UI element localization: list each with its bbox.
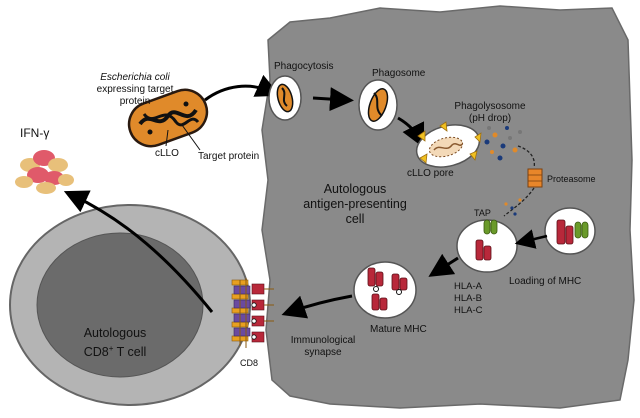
- t-cell-label-line1: Autologous: [83, 326, 147, 340]
- tap-label: TAP: [474, 208, 491, 218]
- target-protein-label: Target protein: [198, 151, 260, 162]
- phagolysosome-label-line1: Phagolysosome: [454, 101, 526, 112]
- arrow-uptake: [204, 74, 281, 102]
- phagolysosome-label-line2: (pH drop): [468, 113, 512, 124]
- phagosome-label: Phagosome: [372, 68, 426, 79]
- ifn-gamma-molecule: [15, 150, 74, 194]
- phagocytosis-vesicle: [268, 75, 302, 121]
- incoming-mhc-vesicle: [544, 207, 596, 255]
- t-cell-label-line2: CD8+ T cell: [55, 341, 175, 360]
- loading-mhc-label: Loading of MHC: [509, 276, 582, 287]
- mature-mhc-vesicle: [353, 261, 417, 319]
- t-cell-label-sup: +: [108, 344, 114, 353]
- ecoli-label-line2: expressing target: [96, 84, 174, 95]
- released-peptides: [484, 126, 522, 161]
- apc-label-line1: Autologous: [323, 182, 387, 196]
- t-cell-nucleus: [36, 232, 204, 378]
- immunological-synapse-label-line1: Immunological: [290, 335, 356, 346]
- hla-b-label: HLA-B: [454, 293, 482, 304]
- apc-label-line2: antigen-presenting: [303, 197, 407, 211]
- apc-label-line3: cell: [345, 212, 365, 226]
- phagocytosis-label: Phagocytosis: [274, 61, 334, 72]
- proteasome: [527, 168, 543, 188]
- antigen-presenting-cell: [261, 5, 635, 409]
- cd8-label: CD8: [240, 358, 259, 368]
- t-cell-label-rest: T cell: [113, 345, 147, 360]
- immunological-synapse: [231, 278, 274, 348]
- hla-c-label: HLA-C: [454, 305, 483, 316]
- cllo-label: cLLO: [155, 148, 179, 159]
- phagolysosome: [415, 121, 482, 168]
- cllo-pore-label: cLLO pore: [407, 168, 454, 179]
- mature-mhc-label: Mature MHC: [370, 324, 427, 335]
- ecoli-label-line1: Escherichia coli: [100, 72, 170, 83]
- mhc-loading-compartment: [456, 219, 518, 273]
- ifn-gamma-label: IFN-γ: [20, 126, 50, 140]
- hla-a-label: HLA-A: [454, 281, 482, 292]
- immunological-synapse-label-line2: synapse: [304, 347, 342, 358]
- proteasome-label: Proteasome: [547, 174, 596, 184]
- arrow-ifn-release: [63, 190, 214, 313]
- phagosome: [358, 79, 398, 131]
- peptide-fragments: [504, 198, 522, 216]
- t-cell-label-cd8: CD8: [83, 345, 109, 360]
- ecoli-label-line3: protein: [119, 96, 151, 107]
